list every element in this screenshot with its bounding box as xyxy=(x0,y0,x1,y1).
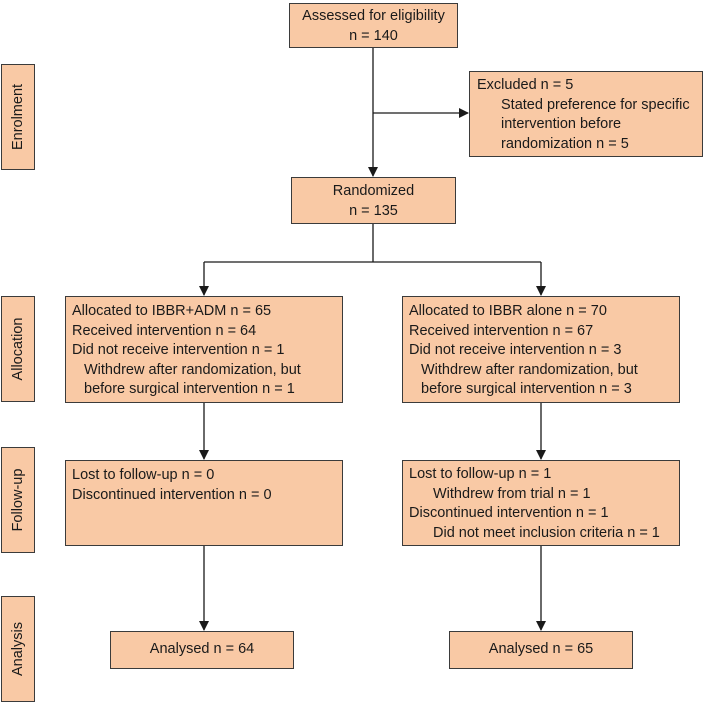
excluded-reason-line2: intervention before xyxy=(501,116,622,132)
analysis-left-label: Analysed n = 64 xyxy=(149,641,255,657)
excluded-reason-line3: randomization n = 5 xyxy=(501,135,629,152)
alloc-left-before-surgery: before surgical intervention n = 1 xyxy=(84,381,295,397)
stage-enrolment-label: Enrolment xyxy=(10,83,26,151)
alloc-right-withdrew: Withdrew after randomization, but xyxy=(421,361,638,378)
followup-left-discontinued: Discontinued intervention n = 0 xyxy=(72,486,272,503)
excluded-box: Excluded n = 5 Stated preference for spe… xyxy=(469,71,703,157)
followup-left-lost: Lost to follow-up n = 0 xyxy=(72,467,215,483)
alloc-right-not-received: Did not receive intervention n = 3 xyxy=(409,342,622,358)
stage-followup: Follow-up xyxy=(1,447,35,553)
stage-analysis: Analysis xyxy=(1,596,35,702)
followup-right-lost: Lost to follow-up n = 1 xyxy=(409,466,552,482)
allocation-right-box: Allocated to IBBR alone n = 70 Received … xyxy=(402,296,680,403)
followup-right-discontinued: Discontinued intervention n = 1 xyxy=(409,505,609,521)
alloc-left-allocated: Allocated to IBBR+ADM n = 65 xyxy=(72,303,272,319)
excluded-reason-line1: Stated preference for specific xyxy=(501,96,690,113)
randomized-count: n = 135 xyxy=(349,202,398,219)
assessed-box: Assessed for eligibility n = 140 xyxy=(289,3,458,48)
stage-analysis-label: Analysis xyxy=(10,622,26,676)
excluded-label: Excluded n = 5 xyxy=(477,77,574,93)
alloc-right-received: Received intervention n = 67 xyxy=(409,322,594,339)
followup-right-not-eligible: Did not meet inclusion criteria n = 1 xyxy=(433,524,660,541)
stage-enrolment: Enrolment xyxy=(1,64,35,170)
randomized-box: Randomized n = 135 xyxy=(291,177,456,224)
alloc-left-withdrew: Withdrew after randomization, but xyxy=(84,361,301,378)
assessed-label: Assessed for eligibility xyxy=(302,8,445,24)
alloc-left-not-received: Did not receive intervention n = 1 xyxy=(72,342,285,358)
followup-right-withdrew: Withdrew from trial n = 1 xyxy=(433,485,591,502)
analysis-left-box: Analysed n = 64 xyxy=(110,631,294,669)
alloc-right-allocated: Allocated to IBBR alone n = 70 xyxy=(409,303,607,319)
analysis-right-label: Analysed n = 65 xyxy=(488,641,594,657)
stage-followup-label: Follow-up xyxy=(10,468,26,532)
alloc-left-received: Received intervention n = 64 xyxy=(72,322,257,339)
randomized-label: Randomized xyxy=(332,183,415,199)
stage-allocation: Allocation xyxy=(1,296,35,402)
allocation-left-box: Allocated to IBBR+ADM n = 65 Received in… xyxy=(65,296,343,403)
analysis-right-box: Analysed n = 65 xyxy=(449,631,633,669)
followup-right-box: Lost to follow-up n = 1 Withdrew from tr… xyxy=(402,460,680,546)
followup-left-box: Lost to follow-up n = 0 Discontinued int… xyxy=(65,460,343,546)
alloc-right-before-surgery: before surgical intervention n = 3 xyxy=(421,381,632,397)
assessed-count: n = 140 xyxy=(349,27,398,44)
stage-allocation-label: Allocation xyxy=(10,317,26,381)
